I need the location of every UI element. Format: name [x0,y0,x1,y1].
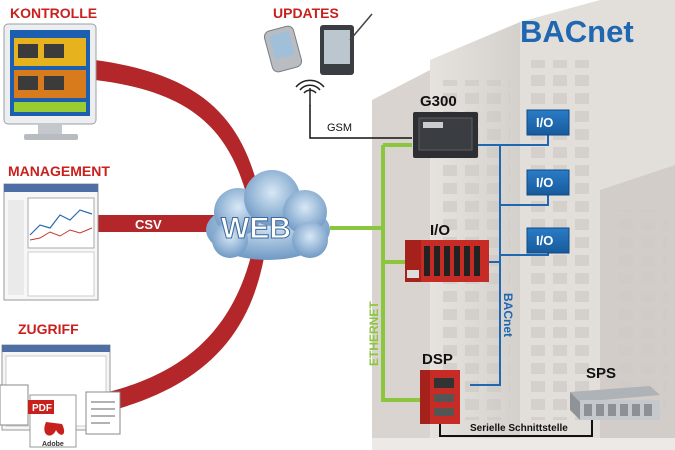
bacnet-link-label: BACnet [501,293,515,337]
antenna-icon [295,79,325,106]
pdf-label: PDF [32,403,52,414]
csv-band [85,215,225,232]
pdf-file-icon: PDF Adobe [28,394,77,448]
http-band [95,60,262,208]
web-label: WEB [221,212,291,245]
adobe-label: Adobe [42,441,64,448]
ftp-label: FTP [134,347,163,370]
updates-header: UPDATES [273,5,339,21]
gsm-line [309,105,412,139]
management-header: MANAGEMENT [8,163,110,179]
io-rack-icon [405,240,489,282]
building-illustration [372,0,675,450]
tablet-icon [320,13,373,75]
pda-icon [263,25,303,73]
serial-interface-label: Serielle Schnittstelle [470,423,568,434]
io-module-2-label: I/O [536,175,553,190]
bacnet-brand-title: BACnet [520,14,634,49]
io-module-3: I/O [526,227,570,254]
zugriff-header: ZUGRIFF [18,321,79,337]
g300-label: G300 [420,93,457,110]
g300-panel-icon [413,112,478,158]
io-module-1-label: I/O [536,115,553,130]
ethernet-label: ETHERNET [367,301,381,366]
monitor-icon [3,23,97,140]
dsp-module-icon [420,370,460,424]
io-module-3-label: I/O [536,233,553,248]
io-rack-label: I/O [430,222,450,239]
io-module-2: I/O [526,169,570,196]
io-module-1: I/O [526,109,570,136]
management-window-icon [3,183,99,301]
bacnet-lines [470,135,549,386]
plc-icon [570,386,660,420]
document-icon [0,384,29,426]
web-cloud [206,170,330,260]
kontrolle-header: KONTROLLE [10,5,97,21]
gsm-label: GSM [327,122,352,134]
serial-line [439,410,593,437]
sps-label: SPS [586,365,616,382]
csv-label: CSV [135,217,162,232]
ftp-band [95,248,265,415]
notepad-icon [85,391,121,435]
dsp-label: DSP [422,351,453,368]
ethernet-lines [330,143,420,402]
